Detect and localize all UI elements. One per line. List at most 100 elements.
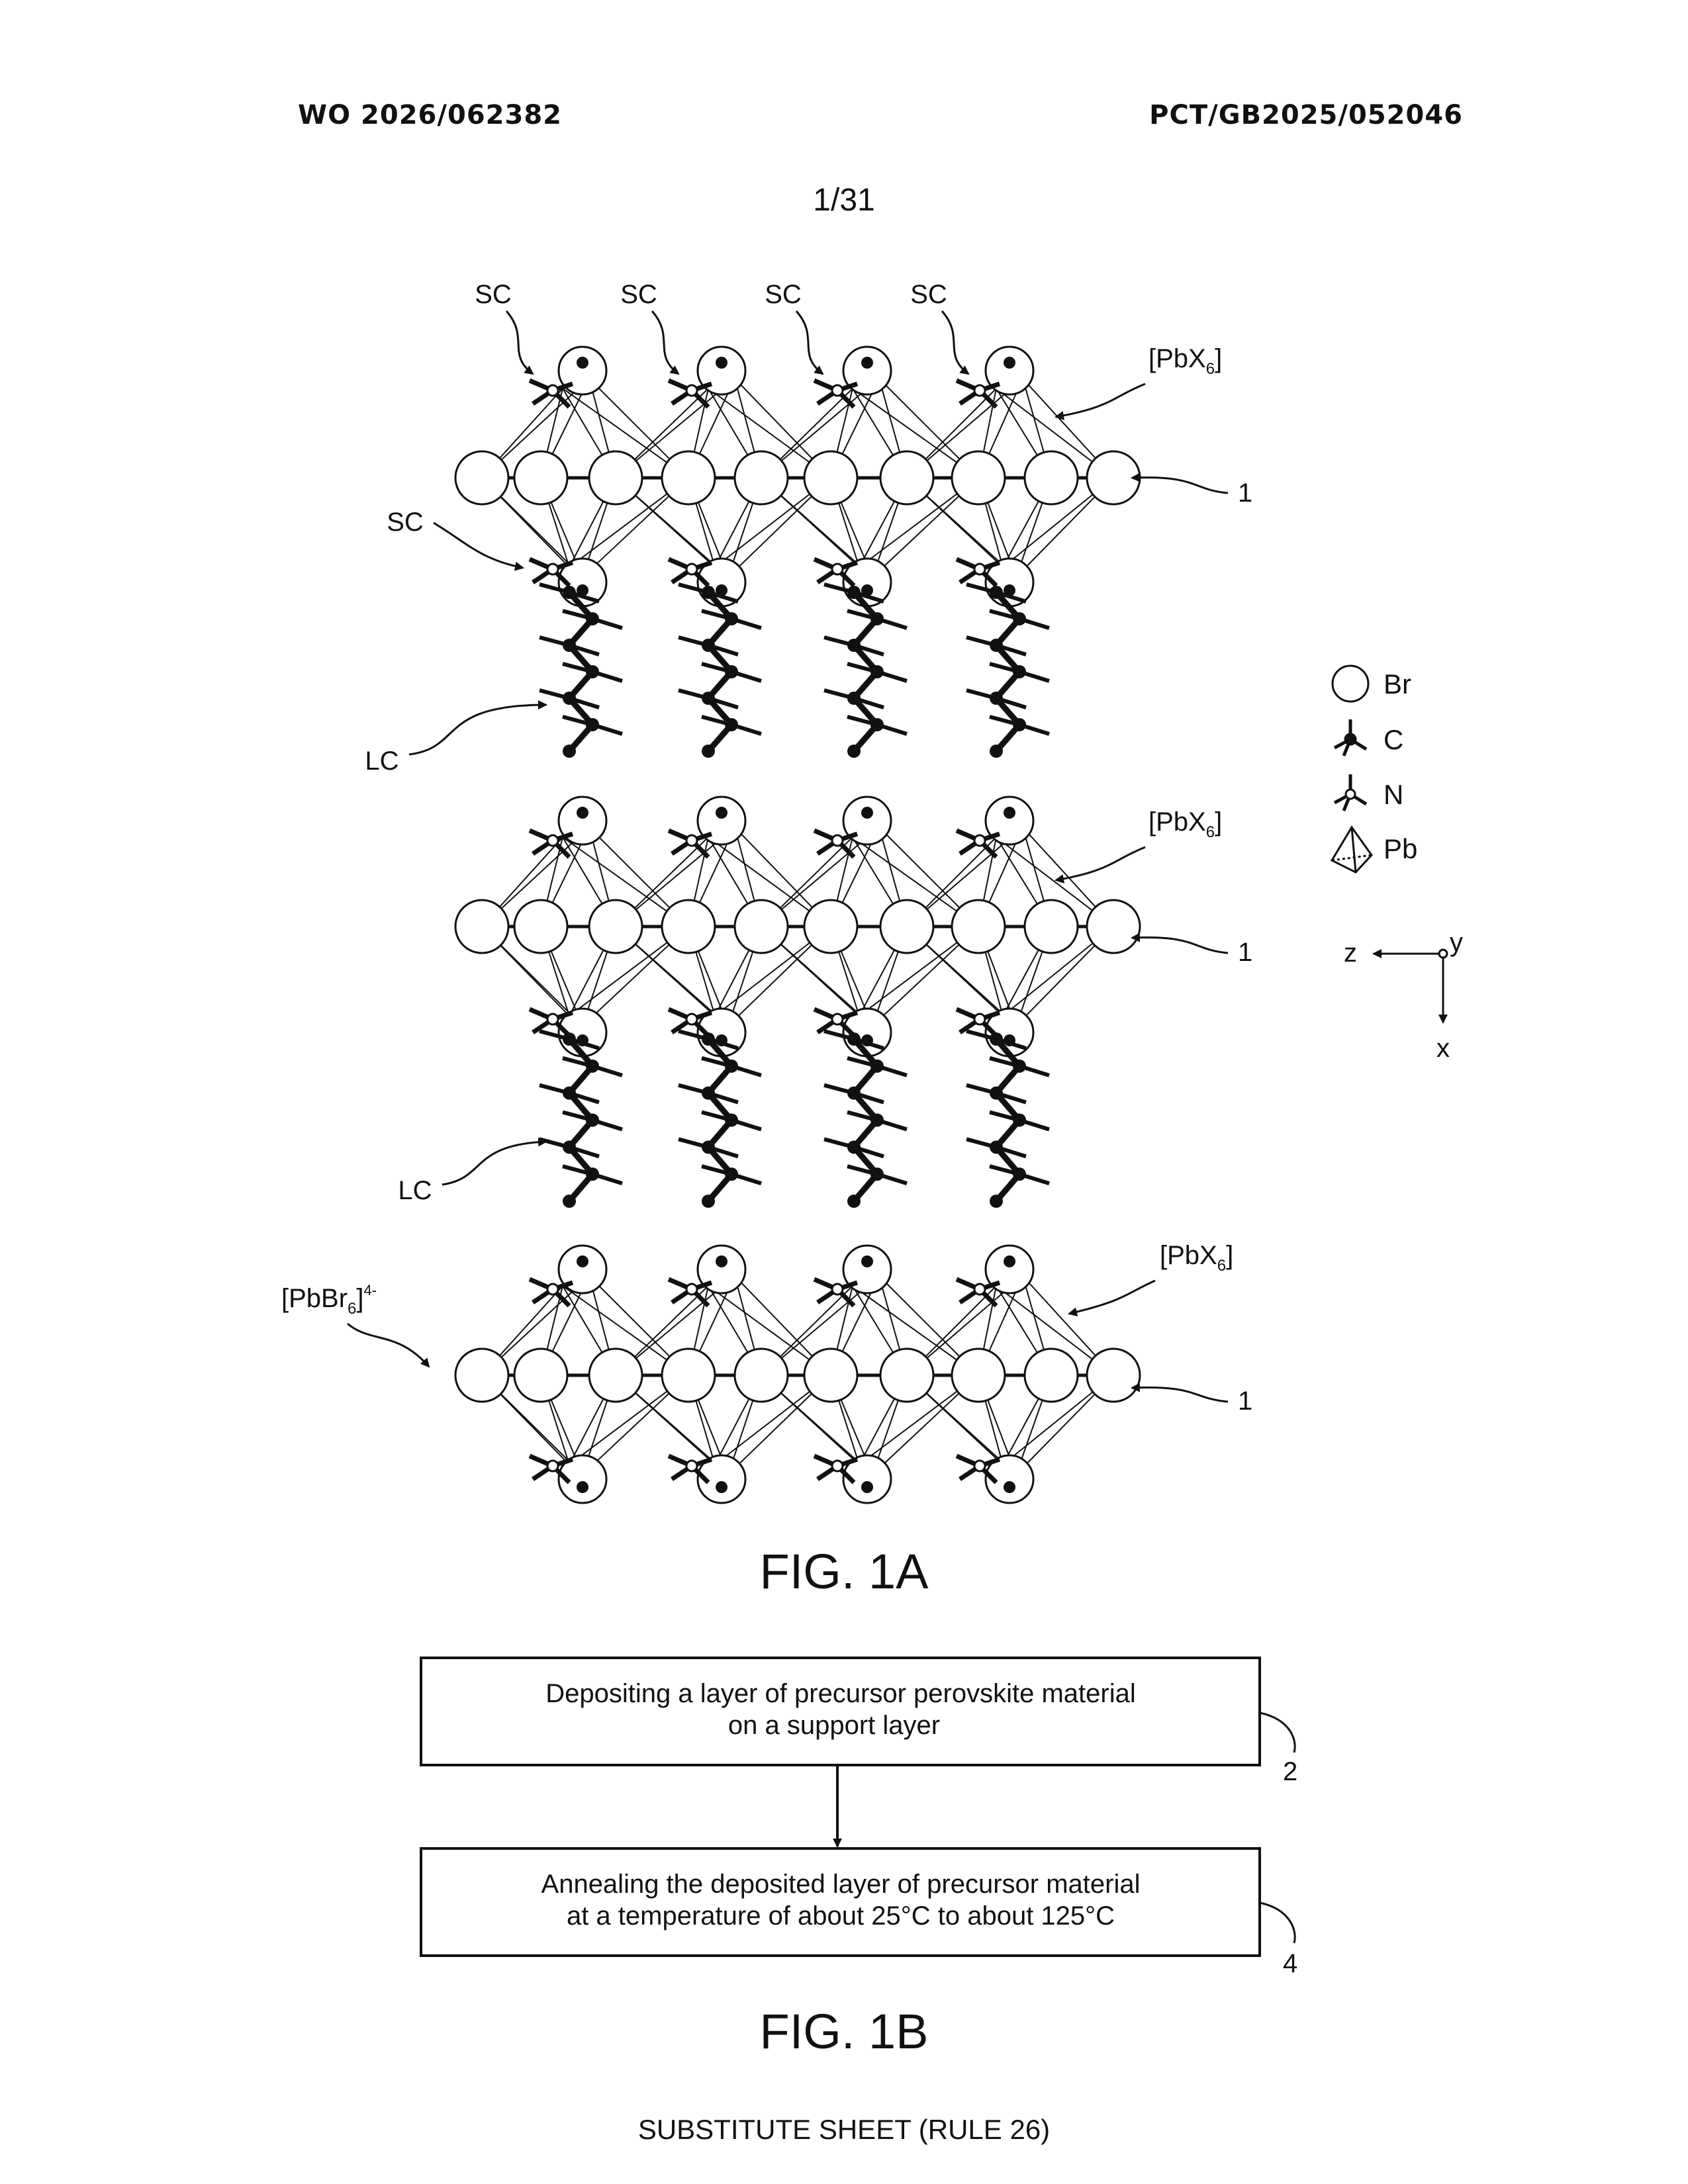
c-atom <box>563 745 576 758</box>
legend-br-label: Br <box>1383 668 1411 700</box>
n-atom <box>974 564 985 574</box>
c-atom <box>861 357 873 369</box>
n-atom <box>547 385 558 396</box>
pbx6-leader-arrow <box>1056 384 1145 417</box>
c-atom <box>577 357 588 369</box>
layer-reference-numerals: 1 1 1 <box>1132 478 1252 1416</box>
svg-text:[PbBr6]4-: [PbBr6]4- <box>281 1282 377 1318</box>
n-atom <box>686 835 697 846</box>
pbx6-bracket: ] <box>1226 1241 1233 1270</box>
sc-label: SC <box>387 508 424 537</box>
pbx6-bracket: ] <box>1215 807 1222 837</box>
n-atom <box>974 835 985 846</box>
br-atom <box>589 1349 642 1402</box>
axes-indicator: z y x <box>1344 928 1463 1063</box>
c-atom <box>577 1481 588 1493</box>
c-atom <box>702 692 715 705</box>
br-atom <box>735 451 788 504</box>
br-atom <box>1025 900 1078 953</box>
layer-ref-arrow <box>1132 1387 1228 1402</box>
c-atom <box>870 612 884 625</box>
c-atom <box>563 1032 576 1046</box>
br-atom <box>455 1349 508 1402</box>
c-atom <box>586 612 599 625</box>
svg-text:[PbX6]: [PbX6] <box>1149 344 1222 378</box>
c-atom <box>1004 807 1015 819</box>
c-atom <box>1004 1255 1015 1267</box>
c-atom <box>847 586 861 599</box>
step-2-ref-leader <box>1260 1903 1295 1943</box>
layer-ref-numeral: 1 <box>1238 938 1252 967</box>
c-atom <box>577 1255 588 1267</box>
c-atom <box>1013 1167 1026 1181</box>
br-atom <box>589 451 642 504</box>
n-atom <box>686 1461 697 1471</box>
c-atom <box>1013 612 1026 625</box>
c-atom <box>702 1087 715 1100</box>
c-atom <box>702 1032 715 1046</box>
pbx6-bracket: ] <box>1215 344 1222 373</box>
c-atom <box>563 692 576 705</box>
n-atom <box>832 1284 843 1295</box>
c-atom <box>702 1140 715 1154</box>
n-atom <box>974 1284 985 1295</box>
n-atom <box>832 564 843 574</box>
br-atom <box>1087 1349 1140 1402</box>
c-atom <box>990 1195 1003 1208</box>
legend-c-label: C <box>1383 724 1403 755</box>
layer-ref-arrow <box>1132 938 1228 953</box>
c-atom <box>725 612 738 625</box>
perovskite-crystal-structure <box>455 347 1140 1503</box>
layer-ref-numeral: 1 <box>1238 478 1252 508</box>
sc-label: SC <box>620 280 657 309</box>
br-atom <box>952 1349 1005 1402</box>
c-atom <box>563 586 576 599</box>
br-atom <box>455 900 508 953</box>
legend-n-label: N <box>1383 779 1403 810</box>
c-atom <box>1004 1481 1015 1493</box>
n-atom <box>547 564 558 574</box>
br-atom <box>880 1349 933 1402</box>
br-atom <box>1025 1349 1078 1402</box>
br-atom <box>735 1349 788 1402</box>
fig-1b-caption: FIG. 1B <box>760 2004 929 2059</box>
c-atom <box>563 1087 576 1100</box>
br-atom <box>804 900 857 953</box>
nitrogen-atom-icon <box>1335 774 1366 811</box>
c-atom <box>990 692 1003 705</box>
c-atom <box>702 639 715 652</box>
fig-1b-flowchart: Depositing a layer of precursor perovski… <box>421 1658 1297 1978</box>
br-atom <box>880 451 933 504</box>
y-axis-label: y <box>1450 928 1463 957</box>
pbx6-text: [PbX <box>1149 807 1206 837</box>
c-atom <box>861 1481 873 1493</box>
pbx6-leader-arrow <box>1056 847 1145 880</box>
br-atom <box>1087 900 1140 953</box>
sc-leader-arrow <box>942 311 968 374</box>
lc-labels: LC LC <box>365 705 546 1205</box>
c-atom <box>577 807 588 819</box>
br-atom <box>952 451 1005 504</box>
c-atom <box>990 1140 1003 1154</box>
lc-label: LC <box>365 747 399 776</box>
br-atom <box>662 900 715 953</box>
c-atom <box>870 1114 884 1127</box>
n-atom <box>686 564 697 574</box>
n-atom <box>686 1284 697 1295</box>
n-atom <box>686 385 697 396</box>
carbon-atom-icon <box>1335 719 1366 756</box>
layer-ref-numeral: 1 <box>1238 1387 1252 1416</box>
fig-1a-caption: FIG. 1A <box>760 1544 929 1599</box>
pbx6-subscript: 6 <box>1206 823 1215 841</box>
c-atom <box>702 745 715 758</box>
c-atom <box>725 718 738 731</box>
c-atom <box>847 639 861 652</box>
n-atom <box>832 1014 843 1024</box>
c-atom <box>586 665 599 678</box>
sc-leader-arrow <box>506 311 533 374</box>
application-number: PCT/GB2025/052046 <box>1149 100 1463 130</box>
c-atom <box>1004 357 1015 369</box>
sc-label: SC <box>475 280 512 309</box>
pbx6-text: [PbX <box>1160 1241 1217 1270</box>
n-atom <box>547 1284 558 1295</box>
